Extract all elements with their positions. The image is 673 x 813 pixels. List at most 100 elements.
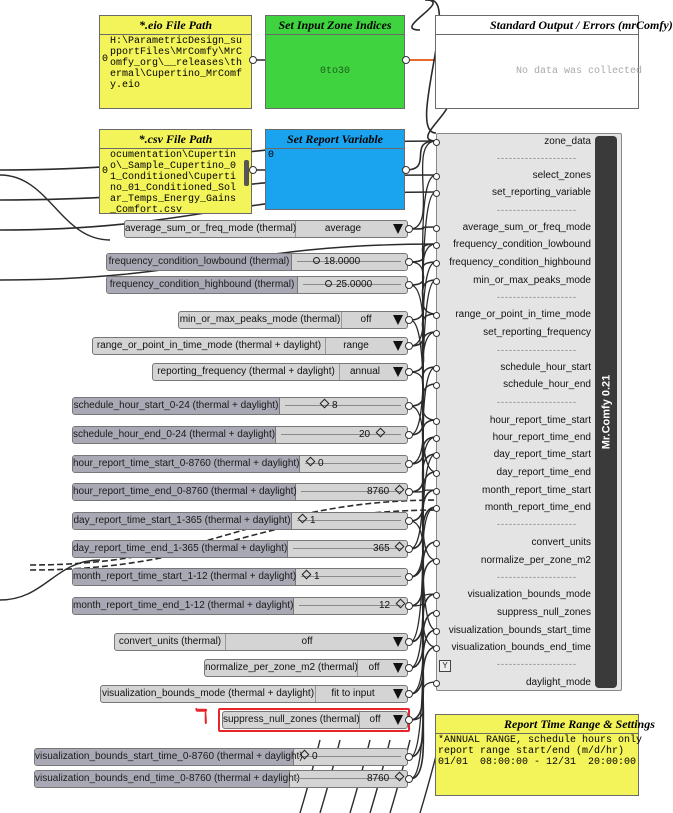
range-point-in-time-mode-list[interactable]: range_or_point_in_time_mode (thermal + d… [92,337,408,355]
component-input-average-sum-or-freq-mode[interactable]: average_sum_or_freq_mode [462,222,591,233]
output-grip-icon[interactable] [249,166,257,174]
output-grip-icon[interactable] [405,638,413,646]
slider-value[interactable]: 20 [359,427,388,443]
list-value[interactable]: off [301,636,313,647]
frequency-highbound-slider[interactable]: frequency_condition_highbound (thermal) … [106,276,408,294]
component-input-daylight-mode[interactable]: daylight_mode [525,677,591,688]
output-grip-icon[interactable] [405,664,413,672]
output-grip-icon[interactable] [405,460,413,468]
suppress-null-zones-list[interactable]: suppress_null_zones (thermal) off [222,711,408,729]
set-report-variable-panel[interactable]: Set Report Variable 0 [265,129,405,210]
slider-grip-icon[interactable] [325,280,332,287]
output-grip-icon[interactable] [405,258,413,266]
input-grip-icon[interactable] [433,382,440,389]
slider-value[interactable]: 25.0000 [325,277,372,293]
component-input-schedule-hour-end[interactable]: schedule_hour_end [503,379,591,390]
input-grip-icon[interactable] [433,242,440,249]
convert-units-list[interactable]: convert_units (thermal) off [114,633,408,651]
input-grip-icon[interactable] [433,558,440,565]
hour-report-end-slider[interactable]: hour_report_time_end_0-8760 (thermal + d… [72,483,408,501]
slider-grip-icon[interactable] [394,484,405,495]
component-input-visualization-bounds-start-time[interactable]: visualization_bounds_start_time [448,625,591,636]
component-input-visualization-bounds-end-time[interactable]: visualization_bounds_end_time [451,642,591,653]
slider-track[interactable] [281,434,401,435]
output-grip-icon[interactable] [405,602,413,610]
input-grip-icon[interactable] [433,330,440,337]
slider-track[interactable] [305,463,401,464]
frequency-lowbound-slider[interactable]: frequency_condition_lowbound (thermal) 1… [106,253,408,271]
day-report-start-slider[interactable]: day_report_time_start_1-365 (thermal + d… [72,512,408,530]
slider-value[interactable]: 1 [301,569,320,585]
month-report-start-slider[interactable]: month_report_time_start_1-12 (thermal + … [72,568,408,586]
slider-value[interactable]: 0 [299,749,318,765]
component-input-convert-units[interactable]: convert_units [531,537,591,548]
slider-value[interactable]: 12 [379,598,408,614]
slider-grip-icon[interactable] [301,569,312,580]
input-grip-icon[interactable] [433,260,440,267]
schedule-hour-end-slider[interactable]: schedule_hour_end_0-24 (thermal + daylig… [72,426,408,444]
slider-value[interactable]: 18.0000 [313,254,360,270]
component-input-day-report-time-end[interactable]: day_report_time_end [496,467,591,478]
standard-output-panel[interactable]: Standard Output / Errors (mrComfy) No da… [435,15,673,109]
input-grip-icon[interactable] [433,312,440,319]
csv-panel-scrollbar[interactable] [244,160,249,186]
input-grip-icon[interactable] [433,488,440,495]
dropdown-arrow-icon[interactable] [393,637,403,647]
component-name-bar[interactable]: Mr.Comfy 0.21 [595,136,617,688]
slider-grip-icon[interactable] [297,513,308,524]
output-grip-icon[interactable] [405,402,413,410]
output-grip-icon[interactable] [405,573,413,581]
input-grip-icon[interactable] [433,452,440,459]
component-input-set-reporting-frequency[interactable]: set_reporting_frequency [483,327,591,338]
input-grip-icon[interactable] [433,173,440,180]
slider-grip-icon[interactable] [375,427,386,438]
list-value[interactable]: off [368,662,380,673]
schedule-hour-start-slider[interactable]: schedule_hour_start_0-24 (thermal + dayl… [72,397,408,415]
input-grip-icon[interactable] [433,225,440,232]
average-sum-freq-mode-list[interactable]: average_sum_or_freq_mode (thermal) avera… [124,220,408,238]
input-grip-icon[interactable] [433,645,440,652]
report-time-range-panel[interactable]: Report Time Range & Settings *ANNUAL RAN… [435,714,655,796]
reporting-frequency-list[interactable]: reporting_frequency (thermal + daylight)… [152,363,408,381]
input-grip-icon[interactable] [433,190,440,197]
visualization-bounds-start-slider[interactable]: visualization_bounds_start_time_0-8760 (… [34,748,408,766]
slider-track[interactable] [303,284,401,285]
slider-track[interactable] [301,576,401,577]
set-input-zone-indices-panel[interactable]: Set Input Zone Indices 0to30 [265,15,405,109]
output-grip-icon[interactable] [405,517,413,525]
output-grip-icon[interactable] [405,431,413,439]
output-grip-icon[interactable] [402,56,410,64]
output-grip-icon[interactable] [405,545,413,553]
slider-track[interactable] [297,261,401,262]
output-grip-icon[interactable] [405,225,413,233]
list-value[interactable]: range [343,340,369,351]
list-value[interactable]: off [360,314,372,325]
dropdown-arrow-icon[interactable] [393,224,403,234]
slider-grip-icon[interactable] [395,541,405,552]
output-grip-icon[interactable] [405,281,413,289]
component-input-frequency-condition-lowbound[interactable]: frequency_condition_lowbound [453,239,591,250]
slider-track[interactable] [285,405,401,406]
component-input-day-report-time-start[interactable]: day_report_time_start [493,449,591,460]
eio-file-path-panel[interactable]: *.eio File Path 0 H:\ParametricDesign_su… [99,15,252,109]
dropdown-arrow-icon[interactable] [393,341,403,351]
input-grip-icon[interactable] [433,628,440,635]
dropdown-arrow-icon[interactable] [393,715,403,725]
input-grip-icon[interactable] [433,505,440,512]
dropdown-arrow-icon[interactable] [393,367,403,377]
input-grip-icon[interactable] [433,435,440,442]
slider-grip-icon[interactable] [299,749,310,760]
dropdown-arrow-icon[interactable] [393,689,403,699]
input-grip-icon[interactable] [433,592,440,599]
component-input-suppress-null-zones[interactable]: suppress_null_zones [497,607,591,618]
normalize-per-zone-list[interactable]: normalize_per_zone_m2 (thermal) off [204,659,408,677]
slider-track[interactable] [295,778,401,779]
slider-grip-icon[interactable] [395,598,406,609]
component-input-visualization-bounds-mode[interactable]: visualization_bounds_mode [467,589,591,600]
output-grip-icon[interactable] [405,775,413,783]
min-max-peaks-mode-list[interactable]: min_or_max_peaks_mode (thermal) off [178,311,408,329]
component-input-month-report-time-start[interactable]: month_report_time_start [482,485,591,496]
output-grip-icon[interactable] [405,368,413,376]
input-grip-icon[interactable] [433,278,440,285]
slider-grip-icon[interactable] [313,257,320,264]
